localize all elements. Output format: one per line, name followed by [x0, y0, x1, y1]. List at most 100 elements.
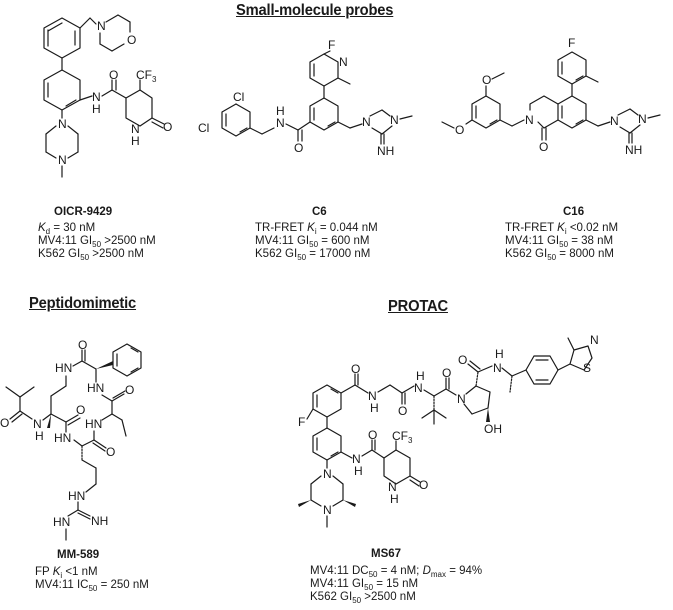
- props-ms67: MV4:11 DC50 = 4 nM; Dmax = 94% MV4:11 GI…: [310, 565, 483, 605]
- svg-text:O: O: [78, 338, 87, 352]
- svg-text:O: O: [539, 140, 548, 154]
- prop-line: K562 GI50 = 17000 nM: [255, 248, 371, 262]
- svg-text:N: N: [97, 19, 106, 33]
- svg-text:H: H: [131, 134, 140, 148]
- svg-text:HN: HN: [85, 417, 102, 431]
- svg-text:O: O: [0, 416, 9, 430]
- svg-text:N: N: [339, 55, 348, 69]
- svg-text:O: O: [482, 73, 491, 87]
- svg-text:N: N: [92, 90, 101, 104]
- svg-text:O: O: [458, 353, 467, 367]
- prop-line: MV4:11 GI50 = 600 nM: [255, 235, 370, 249]
- svg-text:O: O: [351, 362, 360, 376]
- props-c6: TR-FRET Ki = 0.044 nM MV4:11 GI50 = 600 …: [255, 222, 378, 262]
- structure-ms67: F O NH O NH O N OH O NH: [298, 333, 599, 528]
- svg-text:N: N: [362, 115, 371, 129]
- props-oicr-9429: Kd = 30 nM MV4:11 GI50 >2500 nM K562 GI5…: [38, 222, 156, 262]
- props-mm-589: FP Ki <1 nM MV4:11 IC50 = 250 nM: [35, 566, 149, 593]
- prop-line: Kd = 30 nM: [38, 222, 96, 236]
- svg-text:H: H: [276, 104, 285, 118]
- structure-c6: Cl Cl NH O F N N N NH: [198, 38, 413, 158]
- svg-text:H: H: [354, 464, 363, 478]
- prop-line: MV4:11 IC50 = 250 nM: [35, 579, 149, 593]
- svg-text:N: N: [131, 122, 140, 136]
- prop-line: K562 GI50 >2500 nM: [38, 248, 144, 262]
- svg-text:N: N: [590, 333, 599, 347]
- svg-text:Cl: Cl: [233, 90, 244, 104]
- svg-text:O: O: [442, 366, 451, 380]
- prop-line: MV4:11 GI50 >2500 nM: [38, 235, 156, 249]
- compound-name-c6: C6: [312, 206, 327, 218]
- svg-text:O: O: [127, 33, 136, 47]
- prop-line: MV4:11 GI50 = 15 nM: [310, 578, 419, 592]
- svg-text:N: N: [414, 381, 423, 395]
- svg-text:3: 3: [152, 75, 157, 84]
- prop-line: TR-FRET Ki <0.02 nM: [505, 222, 619, 236]
- svg-text:N: N: [525, 113, 534, 127]
- svg-text:N: N: [368, 389, 377, 403]
- svg-text:H: H: [416, 369, 425, 383]
- compound-name-mm-589: MM-589: [57, 549, 100, 561]
- svg-text:Cl: Cl: [198, 121, 209, 135]
- svg-text:HN: HN: [55, 361, 72, 375]
- prop-line: TR-FRET Ki = 0.044 nM: [255, 222, 378, 236]
- svg-text:O: O: [455, 123, 464, 137]
- svg-text:O: O: [294, 141, 303, 155]
- svg-text:H: H: [35, 429, 44, 443]
- svg-text:F: F: [298, 415, 305, 429]
- svg-text:N: N: [493, 361, 502, 375]
- svg-text:F: F: [568, 36, 575, 50]
- svg-text:3: 3: [408, 436, 413, 445]
- svg-text:O: O: [398, 404, 407, 418]
- svg-text:N: N: [58, 117, 67, 131]
- svg-text:N: N: [610, 114, 619, 128]
- svg-text:H: H: [370, 401, 379, 415]
- svg-text:HN: HN: [53, 515, 70, 529]
- svg-text:N: N: [638, 112, 647, 126]
- compound-name-oicr-9429: OICR-9429: [54, 206, 113, 218]
- structure-mm-589: O NH HN O HN O HN O HN O: [0, 338, 142, 541]
- prop-line: MV4:11 GI50 = 38 nM: [505, 235, 614, 249]
- compound-name-c16: C16: [563, 206, 585, 218]
- heading-small-molecule-probes: Small-molecule probes: [236, 2, 394, 19]
- svg-text:NH: NH: [91, 514, 108, 528]
- heading-peptidomimetic: Peptidomimetic: [29, 295, 137, 312]
- svg-text:O: O: [106, 445, 115, 459]
- structure-c16: F N O O O N N NH: [441, 36, 661, 157]
- svg-text:O: O: [163, 120, 172, 134]
- svg-text:H: H: [390, 492, 399, 506]
- compound-name-ms67: MS67: [371, 548, 402, 560]
- props-c16: TR-FRET Ki <0.02 nM MV4:11 GI50 = 38 nM …: [505, 222, 619, 262]
- svg-text:N: N: [388, 480, 397, 494]
- svg-text:CF: CF: [136, 68, 152, 82]
- svg-text:N: N: [390, 113, 399, 127]
- svg-text:HN: HN: [54, 431, 71, 445]
- svg-text:HN: HN: [68, 489, 85, 503]
- svg-text:O: O: [368, 428, 377, 442]
- prop-line: K562 GI50 = 8000 nM: [505, 248, 614, 262]
- svg-text:O: O: [109, 68, 118, 82]
- svg-text:S: S: [583, 361, 591, 375]
- heading-protac: PROTAC: [388, 298, 448, 315]
- svg-text:NH: NH: [625, 143, 642, 157]
- svg-text:NH: NH: [377, 144, 394, 158]
- svg-text:N: N: [457, 392, 466, 406]
- svg-text:N: N: [323, 503, 332, 517]
- svg-text:OH: OH: [484, 422, 502, 436]
- svg-text:H: H: [495, 347, 504, 361]
- svg-text:CF: CF: [392, 429, 408, 443]
- svg-text:O: O: [125, 383, 134, 397]
- svg-text:N: N: [323, 467, 332, 481]
- svg-text:N: N: [352, 452, 361, 466]
- svg-text:H: H: [92, 102, 101, 116]
- svg-text:N: N: [33, 417, 42, 431]
- svg-text:N: N: [58, 153, 67, 167]
- prop-line: FP Ki <1 nM: [35, 566, 98, 580]
- svg-text:N: N: [276, 116, 285, 130]
- prop-line: K562 GI50 >2500 nM: [310, 591, 416, 605]
- svg-text:O: O: [419, 478, 428, 492]
- svg-text:O: O: [76, 403, 85, 417]
- prop-line: MV4:11 DC50 = 4 nM; Dmax = 94%: [310, 565, 483, 579]
